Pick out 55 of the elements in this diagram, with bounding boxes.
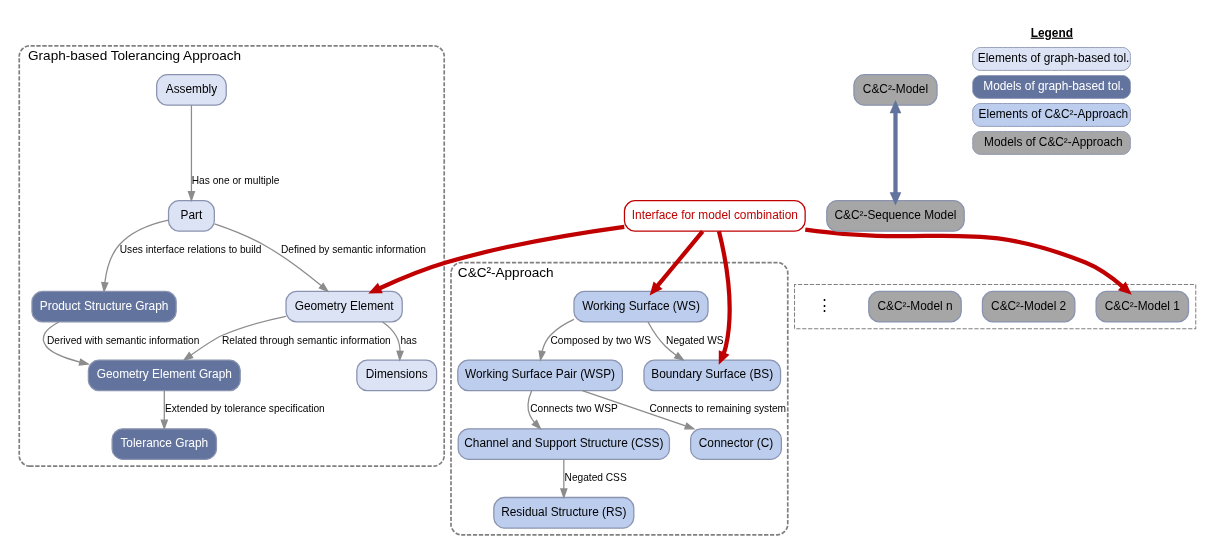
node-box: C&C²-Model 2: [981, 290, 1076, 323]
edge-label: Defined by semantic information: [280, 243, 426, 255]
edge-label: Connects to remaining system: [649, 403, 787, 415]
node-box: Product Structure Graph: [31, 290, 177, 323]
edge-label: Negated CSS: [564, 472, 627, 484]
cluster: [794, 284, 1197, 330]
node-box: Interface for model combination: [623, 199, 806, 232]
arrow: [527, 390, 542, 431]
legend-label: Elements of C&C²-Approach: [978, 107, 1129, 122]
node-box: Geometry Element: [285, 290, 403, 323]
legend-label: Elements of graph-based tol.: [977, 51, 1130, 66]
node-box: Residual Structure (RS): [493, 496, 635, 529]
edge-label: has: [400, 334, 417, 346]
edge-label: Connects two WSP: [530, 403, 618, 415]
arrow: [368, 224, 625, 294]
node-box: Tolerance Graph: [111, 428, 218, 460]
arrow: [187, 104, 196, 203]
arrow: [889, 99, 902, 206]
node-box: Working Surface (WS): [573, 290, 709, 323]
edge-label: Extended by tolerance specification: [164, 403, 325, 415]
arrow: [101, 219, 170, 294]
arrow: [538, 318, 575, 362]
node-box: C&C²-Model n: [868, 290, 962, 323]
node-box: Dimensions: [356, 359, 438, 392]
node-box: C&C²-Model: [853, 74, 938, 106]
node-box: C&C²-Model 1: [1095, 290, 1190, 323]
edge-label: Uses interface relations to build: [119, 243, 262, 255]
arrow: [160, 390, 169, 431]
node-box: Boundary Surface (BS): [643, 359, 782, 392]
node-box: Geometry Element Graph: [87, 359, 241, 392]
node-box: Working Surface Pair (WSP): [457, 359, 623, 392]
node-box: Connector (C): [690, 428, 783, 460]
arrow: [182, 315, 287, 362]
node-box: Channel and Support Structure (CSS): [457, 428, 671, 460]
label: Legend: [1030, 25, 1073, 40]
arrow: [213, 223, 330, 293]
legend-label: Models of C&C²-Approach: [984, 135, 1123, 150]
node-box: Assembly: [156, 74, 227, 106]
arrow: [581, 390, 696, 430]
arrow: [559, 458, 568, 500]
node-box: Part: [167, 199, 215, 232]
edge-label: Derived with semantic information: [46, 334, 200, 346]
edge-label: Related through semantic information: [221, 334, 391, 346]
label: ⋮: [816, 296, 832, 314]
arrow: [647, 321, 685, 362]
arrow: [42, 321, 91, 366]
arrow: [804, 227, 1132, 295]
legend-label: Models of graph-based tol.: [983, 79, 1124, 94]
arrow: [381, 321, 404, 362]
node-box: C&C²-Sequence Model: [826, 199, 965, 232]
edge-label: Has one or multiple: [191, 175, 280, 187]
edge-label: Composed by two WS: [550, 334, 651, 346]
arrow: [649, 230, 705, 296]
edge-label: Negated WS: [666, 334, 724, 346]
arrow: [716, 230, 732, 365]
